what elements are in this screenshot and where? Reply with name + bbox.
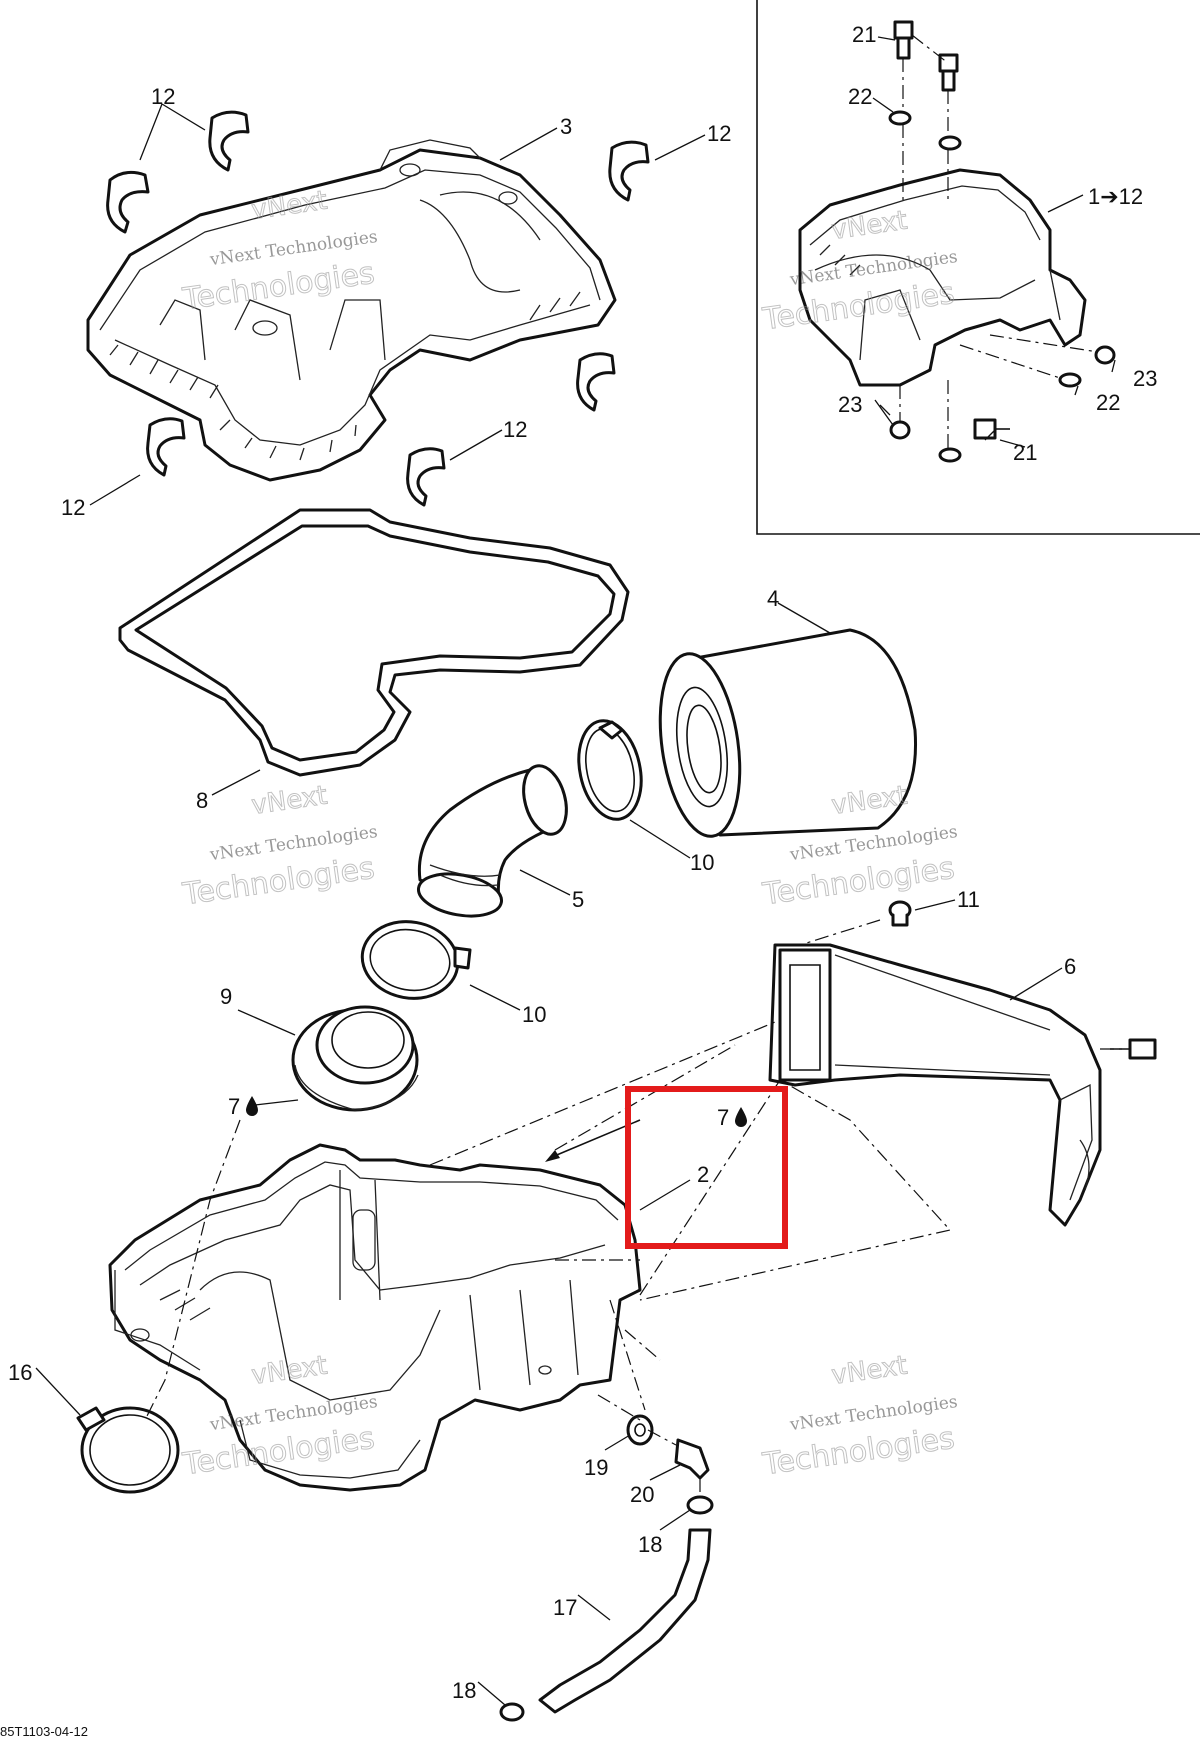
part-18-clamps: [499, 1495, 714, 1722]
callout-11: 11: [957, 887, 980, 912]
part-2-airbox: [108, 1143, 642, 1492]
callout-12: 12: [503, 417, 527, 442]
callout-10: 10: [690, 850, 714, 875]
watermark-tech: Technologies: [760, 1421, 957, 1483]
inset-alignment-lines: [899, 34, 1099, 448]
callout-12: 12: [151, 84, 175, 109]
callout-17: 17: [553, 1595, 577, 1620]
watermark-vnext: vNext: [830, 1351, 909, 1391]
callout-8: 8: [196, 788, 208, 813]
callout-22: 22: [1096, 390, 1120, 415]
drawing-code: 85T1103-04-12: [0, 1724, 88, 1739]
callout-22: 22: [848, 84, 872, 109]
callout-21: 21: [852, 22, 876, 47]
callout-16: 16: [8, 1360, 32, 1385]
part-5-elbow: [416, 764, 568, 918]
callout-5: 5: [572, 887, 584, 912]
highlight-box: [625, 1086, 788, 1249]
part-6-duct: [768, 943, 1102, 1227]
part-3-cover: [86, 139, 617, 482]
callout-12: 12: [707, 121, 731, 146]
watermark-vnext: vNext: [250, 781, 329, 821]
callout-20: 20: [630, 1482, 654, 1507]
oil-drop-icon: [246, 1096, 258, 1116]
part-11-plug: [888, 900, 912, 927]
part-8-gasket: [118, 508, 630, 777]
part-9-adaptor: [291, 1005, 419, 1112]
inset-frame: [756, 0, 1200, 535]
callout-1-to-12: 1➔12: [1088, 184, 1143, 209]
callout-21: 21: [1013, 440, 1037, 465]
oil-drop-icon: [735, 1107, 747, 1127]
watermark-tech: Technologies: [180, 851, 377, 913]
part-16-clamp: [76, 1406, 180, 1494]
callout-7: 7: [717, 1105, 729, 1130]
part-17-hose: [538, 1528, 712, 1714]
part-19-grommet: [626, 1414, 654, 1446]
callout-10: 10: [522, 1002, 546, 1027]
callout-4: 4: [767, 586, 779, 611]
part-12-clips: [106, 110, 650, 507]
callout-12: 12: [61, 495, 85, 520]
assembly-lines: [144, 919, 1125, 1497]
part-10-clamp-lower: [360, 920, 472, 1000]
callout-23: 23: [838, 392, 862, 417]
callout-18: 18: [452, 1678, 476, 1703]
callout-19: 19: [584, 1455, 608, 1480]
inset-fasteners: [888, 20, 1116, 463]
callout-18: 18: [638, 1532, 662, 1557]
callout-9: 9: [220, 984, 232, 1009]
callout-2: 2: [697, 1162, 709, 1187]
duct-screw: [1110, 1038, 1157, 1060]
watermark-tech: Technologies: [760, 851, 957, 913]
part-20-fitting: [674, 1438, 710, 1480]
callout-labels: 12 3 12 12 12 8 4 5 10 10 11 6 9 7 7 2 1…: [8, 22, 1157, 1703]
callout-3: 3: [560, 114, 572, 139]
leader-lines: [35, 36, 1116, 1706]
part-4-filter: [658, 628, 918, 838]
callout-7: 7: [228, 1094, 240, 1119]
inset-assembly: [798, 168, 1087, 387]
part-10-clamp-upper: [577, 719, 643, 821]
callout-23: 23: [1133, 366, 1157, 391]
callout-6: 6: [1064, 954, 1076, 979]
